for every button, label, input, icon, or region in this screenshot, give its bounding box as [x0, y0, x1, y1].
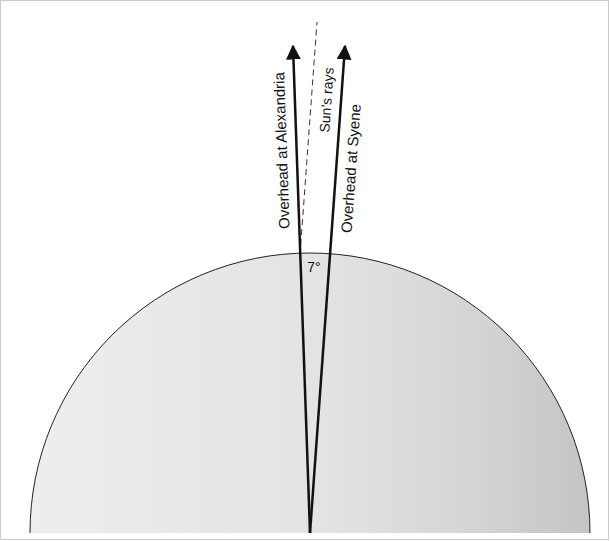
direction-label: Overhead at Alexandria — [271, 71, 291, 228]
earth-hemisphere — [30, 253, 590, 533]
alexandria-arrow — [293, 46, 310, 533]
direction-label: Overhead at Syene — [339, 103, 363, 233]
syene-arrow — [310, 46, 345, 533]
sun-ray-line — [300, 22, 317, 255]
angle-label: 7° — [307, 260, 320, 274]
earth-outline — [30, 253, 590, 533]
ray-label: Sun’s rays — [318, 67, 337, 133]
